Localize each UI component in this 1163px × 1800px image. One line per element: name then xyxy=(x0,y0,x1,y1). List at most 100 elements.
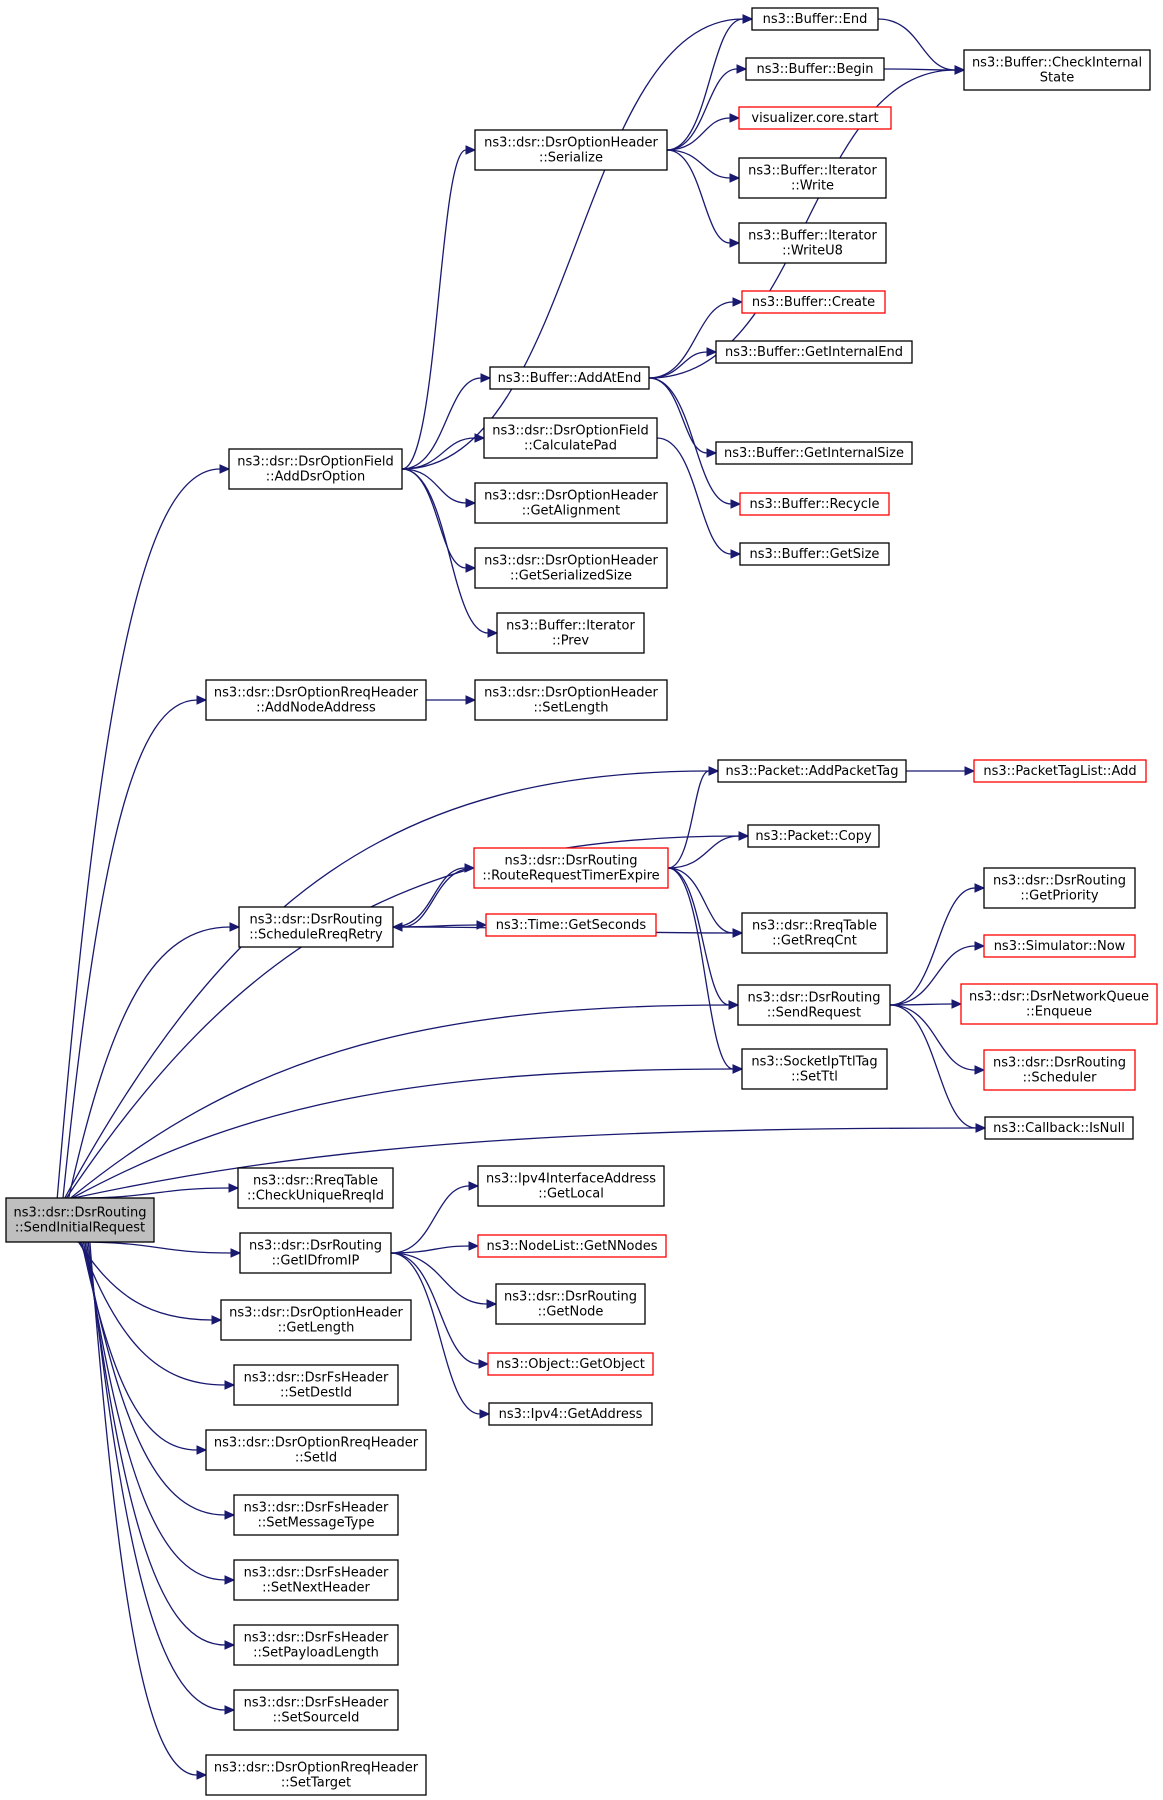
node-get-i-dfrom-ip[interactable]: ns3::dsr::DsrRouting::GetIDfromIP xyxy=(239,1232,392,1274)
node-packet-copy[interactable]: ns3::Packet::Copy xyxy=(747,824,880,848)
arrowhead-icon xyxy=(706,347,718,357)
edge-send-initial-request-to-add-node-address xyxy=(62,695,208,1199)
edge-serialize-to-buf-end xyxy=(666,14,754,151)
node-send-request[interactable]: ns3::dsr::DsrRouting::SendRequest xyxy=(737,984,891,1026)
edge-line xyxy=(666,18,744,151)
node-label-line: ns3::dsr::DsrOptionField xyxy=(237,455,393,470)
node-get-length[interactable]: ns3::dsr::DsrOptionHeader::GetLength xyxy=(220,1299,412,1341)
arrowhead-icon xyxy=(468,1241,480,1251)
node-set-id[interactable]: ns3::dsr::DsrOptionRreqHeader::SetId xyxy=(205,1429,427,1471)
node-get-internal-end[interactable]: ns3::Buffer::GetInternalEnd xyxy=(715,340,913,364)
node-add-node-address[interactable]: ns3::dsr::DsrOptionRreqHeader::AddNodeAd… xyxy=(205,679,427,721)
arrowhead-icon xyxy=(480,373,492,383)
node-label-line: ns3::dsr::DsrOptionField xyxy=(492,424,648,439)
node-calculate-pad[interactable]: ns3::dsr::DsrOptionField::CalculatePad xyxy=(483,417,658,459)
node-get-req-cnt[interactable]: ns3::dsr::RreqTable::GetRreqCnt xyxy=(741,912,888,954)
node-box xyxy=(233,1494,399,1536)
node-get-priority[interactable]: ns3::dsr::DsrRouting::GetPriority xyxy=(983,867,1136,909)
node-schedule-rreq-retry[interactable]: ns3::dsr::DsrRouting::ScheduleRreqRetry xyxy=(238,906,394,948)
node-check-unique-rreq-id[interactable]: ns3::dsr::RreqTable::CheckUniqueRreqId xyxy=(237,1167,394,1209)
arrowhead-icon xyxy=(706,448,718,458)
node-get-alignment[interactable]: ns3::dsr::DsrOptionHeader::GetAlignment xyxy=(474,482,668,524)
edge-line xyxy=(401,468,467,504)
node-is-null[interactable]: ns3::Callback::IsNull xyxy=(984,1116,1134,1140)
node-set-dest-id[interactable]: ns3::dsr::DsrFsHeader::SetDestId xyxy=(233,1364,399,1406)
node-box xyxy=(745,57,885,81)
node-add-at-end[interactable]: ns3::Buffer::AddAtEnd xyxy=(489,366,650,390)
node-set-ttl[interactable]: ns3::SocketIpTtlTag::SetTtl xyxy=(741,1048,888,1090)
node-vis-start[interactable]: visualizer.core.start xyxy=(738,106,892,130)
node-label-line: ns3::dsr::DsrOptionHeader xyxy=(484,686,658,701)
edges-layer xyxy=(56,14,987,1780)
edge-line xyxy=(64,770,710,1199)
edge-send-initial-request-to-set-source-id xyxy=(87,1241,236,1715)
edge-line xyxy=(877,18,956,71)
node-set-source-id[interactable]: ns3::dsr::DsrFsHeader::SetSourceId xyxy=(233,1689,399,1731)
node-scheduler[interactable]: ns3::dsr::DsrRouting::Scheduler xyxy=(983,1049,1136,1091)
edge-line xyxy=(390,1252,480,1365)
node-set-length[interactable]: ns3::dsr::DsrOptionHeader::SetLength xyxy=(474,679,668,721)
edge-schedule-rreq-retry-to-route-request-timer-expire xyxy=(392,863,476,928)
node-box xyxy=(474,679,668,721)
arrowhead-icon xyxy=(465,695,477,705)
node-box xyxy=(487,1352,654,1376)
node-get-local[interactable]: ns3::Ipv4InterfaceAddress::GetLocal xyxy=(477,1165,665,1207)
node-box xyxy=(963,49,1151,91)
node-get-seconds[interactable]: ns3::Time::GetSeconds xyxy=(485,913,657,937)
node-serialize[interactable]: ns3::dsr::DsrOptionHeader::Serialize xyxy=(474,129,668,171)
node-get-internal-size[interactable]: ns3::Buffer::GetInternalSize xyxy=(715,441,913,465)
arrowhead-icon xyxy=(230,1248,242,1258)
node-buf-recycle[interactable]: ns3::Buffer::Recycle xyxy=(739,492,890,516)
edge-line xyxy=(666,117,731,151)
node-set-payload-length[interactable]: ns3::dsr::DsrFsHeader::SetPayloadLength xyxy=(233,1624,399,1666)
node-get-n-nodes[interactable]: ns3::NodeList::GetNNodes xyxy=(477,1234,667,1258)
node-label-line: ns3::Buffer::Iterator xyxy=(506,619,635,634)
node-iter-write[interactable]: ns3::Buffer::Iterator::Write xyxy=(738,157,887,199)
edge-line xyxy=(667,867,730,1006)
edge-line xyxy=(666,149,731,179)
node-enqueue[interactable]: ns3::dsr::DsrNetworkQueue::Enqueue xyxy=(960,983,1158,1025)
node-get-node[interactable]: ns3::dsr::DsrRouting::GetNode xyxy=(495,1283,646,1325)
node-buf-begin[interactable]: ns3::Buffer::Begin xyxy=(745,57,885,81)
node-buf-create[interactable]: ns3::Buffer::Create xyxy=(741,290,886,314)
node-label-line: ns3::Buffer::GetSize xyxy=(750,547,880,562)
node-set-message-type[interactable]: ns3::dsr::DsrFsHeader::SetMessageType xyxy=(233,1494,399,1536)
node-box xyxy=(741,290,886,314)
node-box xyxy=(973,759,1147,783)
edge-line xyxy=(390,1252,481,1415)
node-route-request-timer-expire[interactable]: ns3::dsr::DsrRouting::RouteRequestTimerE… xyxy=(473,847,669,889)
node-add-packet-tag[interactable]: ns3::Packet::AddPacketTag xyxy=(717,759,907,783)
node-get-serialized-size[interactable]: ns3::dsr::DsrOptionHeader::GetSerialized… xyxy=(474,547,668,589)
node-label-line: ::Enqueue xyxy=(1026,1005,1092,1020)
node-sim-now[interactable]: ns3::Simulator::Now xyxy=(983,934,1136,958)
edge-serialize-to-iter-write xyxy=(666,149,741,183)
node-packet-tag-list-add[interactable]: ns3::PacketTagList::Add xyxy=(973,759,1147,783)
node-buf-get-size[interactable]: ns3::Buffer::GetSize xyxy=(739,542,890,566)
node-send-initial-request[interactable]: ns3::dsr::DsrRouting::SendInitialRequest xyxy=(5,1197,155,1243)
node-add-dsr-option[interactable]: ns3::dsr::DsrOptionField::AddDsrOption xyxy=(228,448,403,490)
node-box xyxy=(473,847,669,889)
node-label-line: ns3::dsr::DsrFsHeader xyxy=(244,1501,389,1516)
edge-send-request-to-is-null xyxy=(889,1004,987,1133)
edge-send-request-to-get-priority xyxy=(889,883,986,1006)
node-label-line: ::AddDsrOption xyxy=(266,470,365,485)
node-iter-write-u8[interactable]: ns3::Buffer::Iterator::WriteU8 xyxy=(738,222,887,264)
node-buf-end[interactable]: ns3::Buffer::End xyxy=(751,7,879,31)
node-label-line: ::GetLocal xyxy=(538,1187,604,1202)
node-set-next-header[interactable]: ns3::dsr::DsrFsHeader::SetNextHeader xyxy=(233,1559,399,1601)
node-get-address[interactable]: ns3::Ipv4::GetAddress xyxy=(488,1402,653,1426)
node-get-object[interactable]: ns3::Object::GetObject xyxy=(487,1352,654,1376)
edge-line xyxy=(89,1241,198,1776)
node-box xyxy=(741,912,888,954)
node-label-line: ns3::Buffer::AddAtEnd xyxy=(498,371,642,386)
node-label-line: visualizer.core.start xyxy=(751,111,878,126)
node-iter-prev[interactable]: ns3::Buffer::Iterator::Prev xyxy=(496,612,645,654)
node-label-line: ns3::dsr::DsrOptionHeader xyxy=(484,489,658,504)
node-set-target[interactable]: ns3::dsr::DsrOptionRreqHeader::SetTarget xyxy=(205,1754,427,1796)
edge-line xyxy=(667,770,710,869)
node-box xyxy=(220,1299,412,1341)
edge-add-dsr-option-to-calculate-pad xyxy=(401,433,486,470)
edge-line xyxy=(648,301,734,379)
